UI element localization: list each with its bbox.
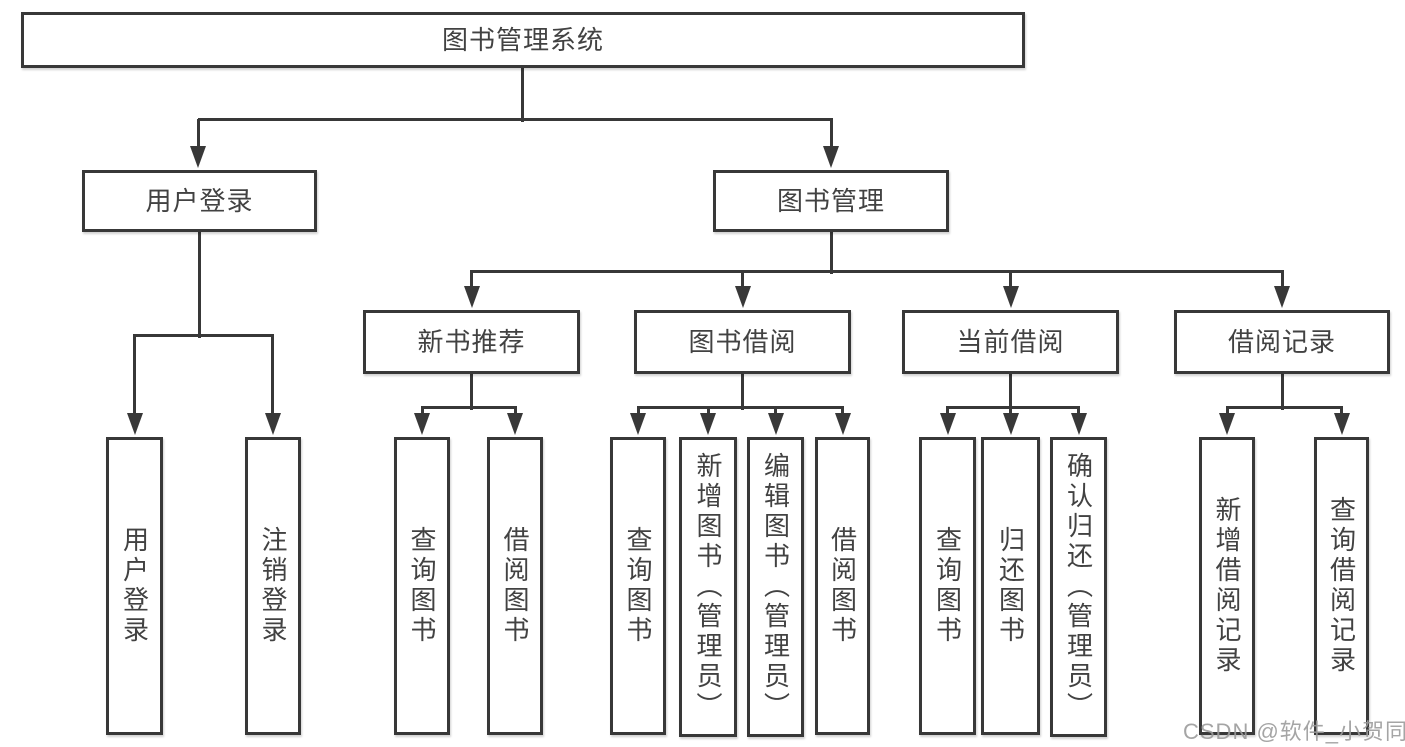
arrow-down-icon — [507, 413, 523, 435]
arrow-down-icon — [834, 413, 851, 435]
connector-drop — [1225, 407, 1229, 414]
leaf-query-books-recommend: 查询图书 — [394, 437, 450, 735]
arrow-down-icon — [190, 146, 206, 168]
node-borrow-records: 借阅记录 — [1174, 310, 1390, 374]
arrow-down-icon — [1219, 413, 1235, 435]
arrow-down-icon — [700, 413, 716, 435]
connector-branch — [133, 333, 274, 337]
connector-drop — [829, 119, 833, 147]
arrow-down-icon — [414, 413, 430, 435]
connector-drop — [196, 119, 200, 147]
node-book-management: 图书管理 — [713, 170, 949, 232]
leaf-confirm-return-admin: 确认归还（管理员） — [1050, 437, 1107, 737]
connector-branch — [470, 269, 1284, 273]
leaf-borrow-books: 借阅图书 — [815, 437, 870, 735]
connector-drop — [133, 335, 136, 414]
leaf-query-books-current: 查询图书 — [919, 437, 976, 735]
leaf-query-borrow-record: 查询借阅记录 — [1314, 437, 1369, 735]
connector-stem — [829, 230, 833, 274]
leaf-query-books-borrow: 查询图书 — [610, 437, 666, 735]
node-root-library-system: 图书管理系统 — [21, 12, 1025, 68]
connector-stem — [520, 66, 524, 122]
arrow-down-icon — [734, 286, 751, 308]
connector-stem — [741, 372, 744, 410]
leaf-edit-book-admin: 编辑图书（管理员） — [747, 437, 804, 737]
node-current-borrow: 当前借阅 — [902, 310, 1119, 374]
connector-stem — [197, 230, 201, 338]
arrow-down-icon — [1002, 286, 1019, 308]
connector-drop — [1009, 407, 1012, 414]
leaf-borrow-books-recommend: 借阅图书 — [487, 437, 543, 735]
leaf-add-book-admin: 新增图书（管理员） — [679, 437, 737, 737]
connector-drop — [1009, 271, 1012, 287]
connector-branch — [1225, 405, 1343, 409]
csdn-watermark: CSDN @软件_小贺同学 — [1183, 719, 1405, 744]
node-new-book-recommend: 新书推荐 — [363, 310, 580, 374]
arrow-down-icon — [1274, 286, 1290, 308]
leaf-return-book: 归还图书 — [981, 437, 1040, 735]
arrow-down-icon — [767, 413, 784, 435]
arrow-down-icon — [1070, 413, 1087, 435]
arrow-down-icon — [1002, 413, 1019, 435]
node-book-borrow: 图书借阅 — [634, 310, 851, 374]
connector-drop — [841, 407, 844, 414]
connector-drop — [946, 407, 949, 414]
arrow-down-icon — [1333, 413, 1350, 435]
leaf-user-login: 用户登录 — [106, 437, 163, 735]
connector-drop — [271, 335, 274, 414]
connector-drop — [1077, 407, 1080, 414]
connector-branch — [420, 405, 517, 409]
node-user-login: 用户登录 — [82, 170, 317, 232]
connector-drop — [513, 407, 517, 414]
connector-drop — [420, 407, 424, 414]
leaf-add-borrow-record: 新增借阅记录 — [1199, 437, 1255, 735]
connector-branch — [946, 405, 1080, 409]
arrow-down-icon — [823, 146, 839, 168]
connector-branch — [636, 405, 844, 409]
connector-drop — [1340, 407, 1343, 414]
arrow-down-icon — [630, 413, 646, 435]
connector-branch — [197, 117, 833, 121]
arrow-down-icon — [939, 413, 956, 435]
connector-drop — [706, 407, 710, 414]
connector-drop — [741, 271, 744, 287]
connector-stem — [1009, 372, 1012, 410]
arrow-down-icon — [463, 286, 480, 308]
connector-stem — [470, 372, 473, 410]
arrow-down-icon — [126, 413, 143, 435]
connector-stem — [1280, 372, 1284, 410]
connector-drop — [470, 271, 473, 287]
connector-drop — [1280, 271, 1284, 287]
connector-drop — [636, 407, 640, 414]
leaf-logout-login: 注销登录 — [245, 437, 301, 735]
connector-drop — [774, 407, 777, 414]
arrow-down-icon — [264, 413, 281, 435]
